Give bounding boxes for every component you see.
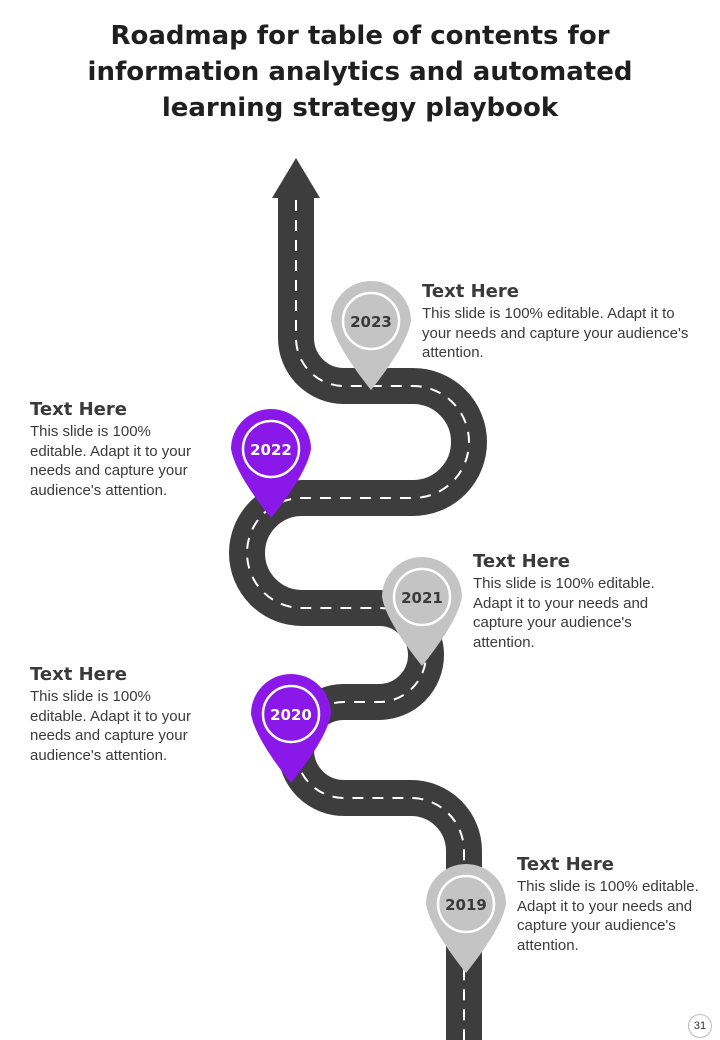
milestone-pin: 2022: [231, 409, 311, 518]
milestone-text-2019: Text Here This slide is 100% editable. A…: [517, 854, 702, 955]
road-lane-markings: [246, 200, 470, 1040]
milestone-text-2022: Text Here This slide is 100% editable. A…: [30, 399, 210, 500]
milestone-pin: 2023: [331, 281, 411, 390]
milestone-heading: Text Here: [30, 664, 127, 685]
milestone-heading: Text Here: [517, 854, 614, 875]
road: [229, 158, 487, 1040]
milestone-pin: 2019: [426, 864, 506, 973]
milestone-heading: Text Here: [473, 551, 570, 572]
milestone-body: This slide is 100% editable. Adapt it to…: [30, 688, 191, 764]
milestone-text-2021: Text Here This slide is 100% editable. A…: [473, 551, 678, 652]
milestone-year: 2021: [401, 589, 443, 607]
milestone-heading: Text Here: [422, 281, 519, 302]
milestone-year: 2020: [270, 706, 312, 724]
milestone-year: 2019: [445, 896, 487, 914]
milestone-pin: 2021: [382, 557, 462, 666]
milestone-body: This slide is 100% editable. Adapt it to…: [422, 305, 689, 361]
milestone-text-2023: Text Here This slide is 100% editable. A…: [422, 281, 702, 363]
milestone-text-2020: Text Here This slide is 100% editable. A…: [30, 664, 210, 765]
page-title: Roadmap for table of contents for inform…: [87, 21, 633, 123]
milestone-body: This slide is 100% editable. Adapt it to…: [30, 423, 191, 499]
milestone-year: 2023: [350, 313, 392, 331]
milestone-body: This slide is 100% editable. Adapt it to…: [517, 878, 699, 954]
milestone-pin: 2020: [251, 674, 331, 783]
milestone-year: 2022: [250, 441, 292, 459]
road-arrow-head: [272, 158, 320, 198]
milestone-body: This slide is 100% editable. Adapt it to…: [473, 575, 655, 651]
page-number: 31: [688, 1014, 712, 1038]
milestone-heading: Text Here: [30, 399, 127, 420]
